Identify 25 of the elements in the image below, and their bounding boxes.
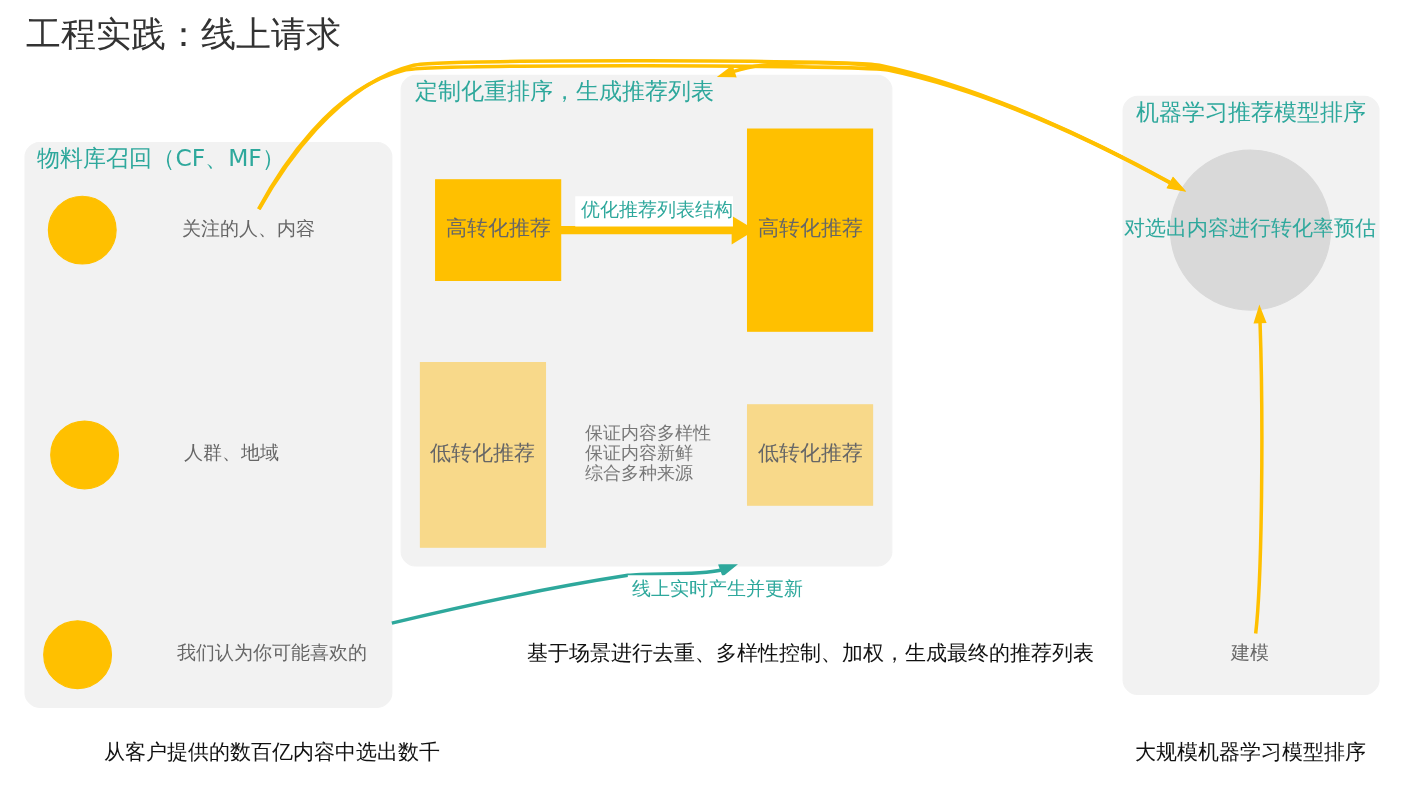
node-label: 大规模机器学习模型排序 [1134,739,1366,765]
node-box: 高转化推荐 [435,179,562,281]
node-circle [50,420,120,490]
node-text: 建模 [1231,642,1270,664]
label: 综合多种来源 [584,462,693,483]
node-box: 低转化推荐 [746,404,874,506]
arrow [257,59,1187,210]
node-label: 对选出内容进行转化率预估 [1124,215,1377,241]
arrow [716,60,1124,160]
label: 保证内容多样性 [584,423,711,444]
node-circle [43,620,113,690]
diagram-title: 工程实践：线上请求 [25,12,341,54]
node-text: 人群、地域 [184,442,280,464]
node-circle [47,195,117,265]
arrow [391,564,738,625]
arrow [1253,304,1267,634]
node-box: 高转化推荐 [746,128,874,332]
edge-label: 线上实时产生并更新 [632,577,804,599]
node-box: 低转化推荐 [419,362,547,548]
node-label: 基于场景进行去重、多样性控制、加权，生成最终的推荐列表 [526,639,1094,665]
node-label: 从客户提供的数百亿内容中选出数千 [103,739,440,765]
label: 保证内容新鲜 [584,443,693,464]
edge-label: 优化推荐列表结构 [580,198,733,220]
node-text: 关注的人、内容 [181,217,315,239]
node-text: 我们认为你可能喜欢的 [176,642,367,664]
